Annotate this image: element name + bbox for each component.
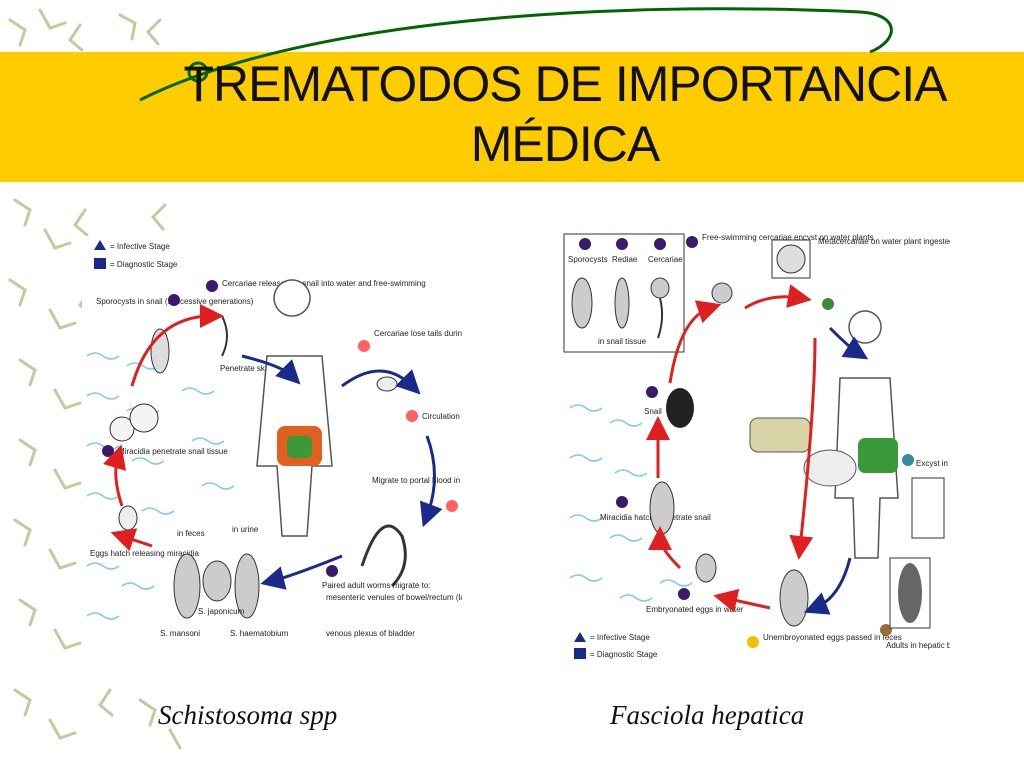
schistosoma-life-cycle-diagram: = Infective Stage = Diagnostic Stage Spo… <box>82 236 462 666</box>
stage-7-label: Excyst in duodenum <box>916 459 950 468</box>
legend-diagnostic: = Diagnostic Stage <box>110 260 178 269</box>
stage-10-label: Paired adult worms migrate to: <box>322 581 431 590</box>
stage-2-label: Eggs hatch releasing miracidia <box>90 549 199 558</box>
legend-diagnostic: = Diagnostic Stage <box>590 650 658 659</box>
title-bar <box>0 52 1024 182</box>
stage-3-label: Miracidia penetrate snail tissue <box>118 447 228 456</box>
diagnostic-stage-icon <box>574 648 586 659</box>
page-title: TREMATODOS DE IMPORTANCIA MÉDICA <box>150 54 980 174</box>
stage-10a-label: mesenteric venules of bowel/rectum (layi… <box>326 593 462 602</box>
infective-stage-icon <box>94 240 106 250</box>
decorative-pattern <box>8 8 182 750</box>
stage-9-label: Migrate to portal blood in liver and mat… <box>372 476 462 485</box>
decorative-swoosh <box>139 7 893 102</box>
in-feces-label: in feces <box>177 529 205 538</box>
in-urine-label: in urine <box>232 525 259 534</box>
s-mansoni-label: S. mansoni <box>160 629 200 638</box>
stage-4c-label: Cercariae <box>648 255 683 264</box>
legend-infective: = Infective Stage <box>110 242 170 251</box>
stage-8-label: Circulation <box>422 412 460 421</box>
fasciola-caption: Fasciola hepatica <box>610 700 805 730</box>
stage-2-label: Embryonated eggs in water <box>646 605 744 614</box>
stage-6-label: Penetrate skin <box>220 364 271 373</box>
diagnostic-stage-icon <box>94 258 106 269</box>
stage-10c-label: venous plexus of bladder <box>326 629 415 638</box>
stage-5-label: Free-swimming cercariae encyst on water … <box>702 233 874 242</box>
s-japonicum-label: S. japonicum <box>198 607 245 616</box>
fasciola-life-cycle-diagram: Sporocysts Rediae Cercariae in snail tis… <box>560 228 950 668</box>
stage-8-label: Adults in hepatic biliary ducts <box>886 641 950 650</box>
stage-1-label: Unembroyonated eggs passed in feces <box>763 633 902 642</box>
legend-infective: = Infective Stage <box>590 633 650 642</box>
stage-7-label: Cercariae lose tails during penetration … <box>374 329 462 338</box>
title-line-2: MÉDICA <box>470 116 660 172</box>
stage-4b-label: Rediae <box>612 255 638 264</box>
infective-stage-icon <box>574 632 586 642</box>
stage-5-label: Cercariae released by snail into water a… <box>222 279 426 288</box>
snail-label: Snail <box>644 407 662 416</box>
title-line-1: TREMATODOS DE IMPORTANCIA <box>183 56 947 112</box>
stage-4a-label: Sporocysts <box>568 255 608 264</box>
s-haematobium-label: S. haematobium <box>230 629 289 638</box>
in-snail-tissue-label: in snail tissue <box>598 337 647 346</box>
stage-6-label: Metacercariae on water plant ingested by… <box>818 237 950 246</box>
schistosoma-caption: Schistosoma spp <box>158 700 338 730</box>
